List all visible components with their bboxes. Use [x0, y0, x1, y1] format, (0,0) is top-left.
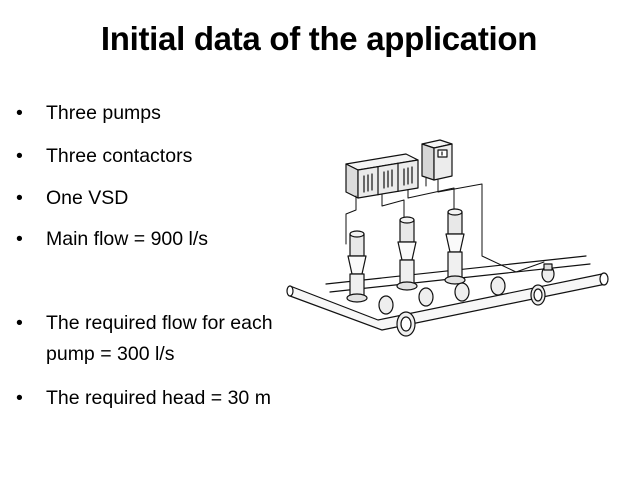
slide-title: Initial data of the application — [100, 20, 538, 57]
bullet-text: The required head = 30 m — [46, 387, 271, 409]
pump-1 — [346, 230, 368, 303]
vsd-unit — [421, 139, 453, 181]
pump-3 — [444, 208, 466, 285]
bullet-dot: • — [16, 145, 23, 167]
valves — [378, 263, 555, 315]
bullet-dot: • — [16, 102, 23, 124]
bullet-text: Main flow = 900 l/s — [46, 228, 209, 250]
bullet-text: Three contactors — [46, 145, 193, 167]
bullet-dot: • — [16, 312, 23, 334]
pump-2 — [396, 216, 418, 291]
bullet-text: The required flow for each — [46, 312, 273, 334]
bullet-list: • Three pumps • Three contactors • One V… — [16, 102, 273, 409]
contactor-block — [345, 153, 419, 199]
bullet-continuation: pump = 300 l/s — [46, 343, 175, 365]
bullet-dot: • — [16, 228, 23, 250]
bullet-text: One VSD — [46, 187, 129, 209]
bullet-dot: • — [16, 387, 23, 409]
bullet-dot: • — [16, 187, 23, 209]
wiring — [345, 177, 545, 273]
pump-station-illustration — [286, 139, 609, 337]
bullet-text: Three pumps — [46, 102, 161, 124]
